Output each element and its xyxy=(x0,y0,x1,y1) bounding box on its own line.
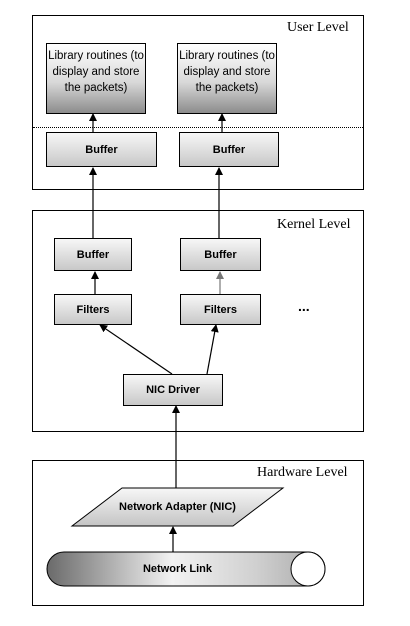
user-kernel-boundary-line xyxy=(33,127,363,128)
filters-right: Filters xyxy=(180,294,261,325)
arrow-driver-to-left-filters xyxy=(99,324,173,375)
kernel-buffer-right: Buffer xyxy=(180,238,261,271)
library-routines-right: Library routines (to display and store t… xyxy=(177,43,277,114)
filters-right-label: Filters xyxy=(203,303,237,316)
user-buffer-left: Buffer xyxy=(46,132,157,167)
network-link-cylinder-end xyxy=(290,551,326,587)
filters-left: Filters xyxy=(54,294,132,325)
network-adapter-label: Network Adapter (NIC) xyxy=(119,501,236,513)
library-routines-left: Library routines (to display and store t… xyxy=(46,43,146,114)
arrow-driver-to-right-filters xyxy=(206,324,219,375)
nic-driver-label: NIC Driver xyxy=(146,384,200,396)
user-buffer-right-label: Buffer xyxy=(212,143,246,156)
user-level-title: User Level xyxy=(287,20,349,35)
kernel-buffer-left-label: Buffer xyxy=(76,248,110,261)
hardware-level-title: Hardware Level xyxy=(257,465,348,480)
user-buffer-right: Buffer xyxy=(179,132,279,167)
filters-left-label: Filters xyxy=(76,303,110,316)
more-filters-ellipsis: ... xyxy=(298,298,310,314)
library-routines-right-label: Library routines (to display and store t… xyxy=(179,50,275,94)
network-adapter-shape xyxy=(70,487,285,527)
user-buffer-left-label: Buffer xyxy=(85,143,118,156)
kernel-buffer-left: Buffer xyxy=(54,238,132,271)
kernel-buffer-right-label: Buffer xyxy=(204,248,237,261)
network-link-label: Network Link xyxy=(142,563,213,575)
library-routines-left-label: Library routines (to display and store t… xyxy=(48,50,144,94)
nic-driver: NIC Driver xyxy=(123,374,223,406)
kernel-level-title: Kernel Level xyxy=(277,217,351,232)
